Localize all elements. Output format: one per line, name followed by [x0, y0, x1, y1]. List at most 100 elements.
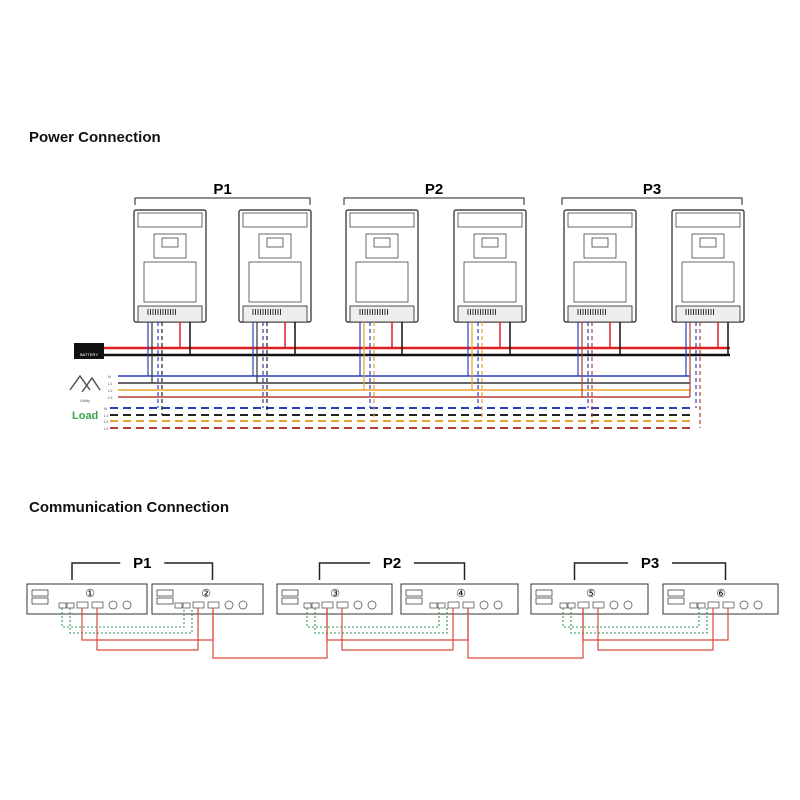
lcd-screen: [373, 237, 391, 248]
unit-number: ⑤: [586, 588, 596, 600]
lcd-screen: [161, 237, 179, 248]
label-bg: [120, 552, 165, 572]
current-sharing-port: [707, 601, 720, 609]
group-bracket: [561, 197, 743, 205]
panel-slot: [156, 589, 174, 597]
phase-label: L3: [108, 395, 113, 400]
parallel-port: [58, 602, 67, 609]
phase-label: L1: [108, 381, 113, 386]
lcd-screen: [699, 237, 717, 248]
phase-label: L2: [104, 419, 109, 424]
knob: [493, 600, 503, 610]
knob: [238, 600, 248, 610]
current-sharing-port: [336, 601, 349, 609]
knob: [623, 600, 633, 610]
communication-connection-title: Communication Connection: [29, 499, 229, 516]
inverter-top-cover: [457, 212, 523, 228]
current-sharing-cable: [341, 608, 454, 651]
phase-label: L1: [104, 413, 109, 418]
knob: [479, 600, 489, 610]
inverter-front-panel: [573, 261, 627, 303]
lcd-screen: [481, 237, 499, 248]
current-sharing-port: [207, 601, 220, 609]
current-sharing-port: [462, 601, 475, 609]
current-sharing-cable: [467, 608, 584, 659]
inverter-front-panel: [143, 261, 197, 303]
phase-label: L3: [104, 426, 109, 431]
knob: [108, 600, 118, 610]
unit-number: ④: [456, 588, 466, 600]
comm-group-label-p3: P3: [641, 555, 659, 572]
utility-label: Utility: [80, 398, 90, 403]
current-sharing-port: [592, 601, 605, 609]
knob: [739, 600, 749, 610]
parallel-port: [437, 602, 446, 609]
phase-label: N: [104, 406, 107, 411]
group-label-p1: P1: [213, 181, 231, 198]
lcd-screen: [266, 237, 284, 248]
phase-label: L2: [108, 388, 113, 393]
parallel-port: [697, 602, 706, 609]
current-sharing-cable: [96, 608, 199, 651]
parallel-port: [174, 602, 183, 609]
lcd-screen: [591, 237, 609, 248]
knob: [353, 600, 363, 610]
unit-number: ⑥: [716, 588, 726, 600]
knob: [367, 600, 377, 610]
parallel-comm-cable: [306, 608, 440, 628]
phase-label: N: [108, 374, 111, 379]
parallel-comm-cable: [61, 608, 185, 628]
knob: [753, 600, 763, 610]
inverter-front-panel: [248, 261, 302, 303]
label-bg: [628, 552, 672, 572]
panel-slot: [281, 589, 299, 597]
panel-slot: [535, 597, 553, 605]
group-label-p2: P2: [425, 181, 443, 198]
current-sharing-port: [91, 601, 104, 609]
panel-slot: [156, 597, 174, 605]
inverter-top-cover: [349, 212, 415, 228]
parallel-comm-cable: [314, 608, 448, 634]
knob: [122, 600, 132, 610]
parallel-port: [303, 602, 312, 609]
current-sharing-port: [577, 601, 590, 609]
unit-number: ③: [330, 588, 340, 600]
knob: [224, 600, 234, 610]
parallel-port: [182, 602, 191, 609]
panel-slot: [31, 597, 49, 605]
comm-group-label-p2: P2: [383, 555, 401, 572]
panel-slot: [31, 589, 49, 597]
current-sharing-cable: [597, 608, 714, 651]
parallel-port: [311, 602, 320, 609]
inverter-top-cover: [675, 212, 741, 228]
panel-slot: [405, 597, 423, 605]
panel-slot: [281, 597, 299, 605]
panel-slot: [667, 589, 685, 597]
unit-number: ②: [201, 588, 211, 600]
group-bracket: [343, 197, 525, 205]
parallel-port: [429, 602, 438, 609]
panel-slot: [405, 589, 423, 597]
current-sharing-port: [321, 601, 334, 609]
panel-slot: [535, 589, 553, 597]
parallel-port: [66, 602, 75, 609]
group-label-p3: P3: [643, 181, 661, 198]
current-sharing-cable: [212, 608, 328, 659]
inverter-top-cover: [137, 212, 203, 228]
battery-label: BATTERY: [80, 352, 98, 357]
utility-grid-icon: [69, 374, 101, 393]
parallel-port: [559, 602, 568, 609]
label-bg: [370, 552, 414, 572]
knob: [609, 600, 619, 610]
parallel-comm-cable: [69, 608, 193, 634]
battery-icon: [74, 343, 104, 359]
parallel-port: [567, 602, 576, 609]
panel-slot: [667, 597, 685, 605]
load-label: Load: [72, 410, 98, 422]
current-sharing-port: [192, 601, 205, 609]
parallel-comm-cable: [570, 608, 708, 634]
unit-number: ①: [85, 588, 95, 600]
group-bracket: [134, 197, 311, 205]
inverter-top-cover: [567, 212, 633, 228]
